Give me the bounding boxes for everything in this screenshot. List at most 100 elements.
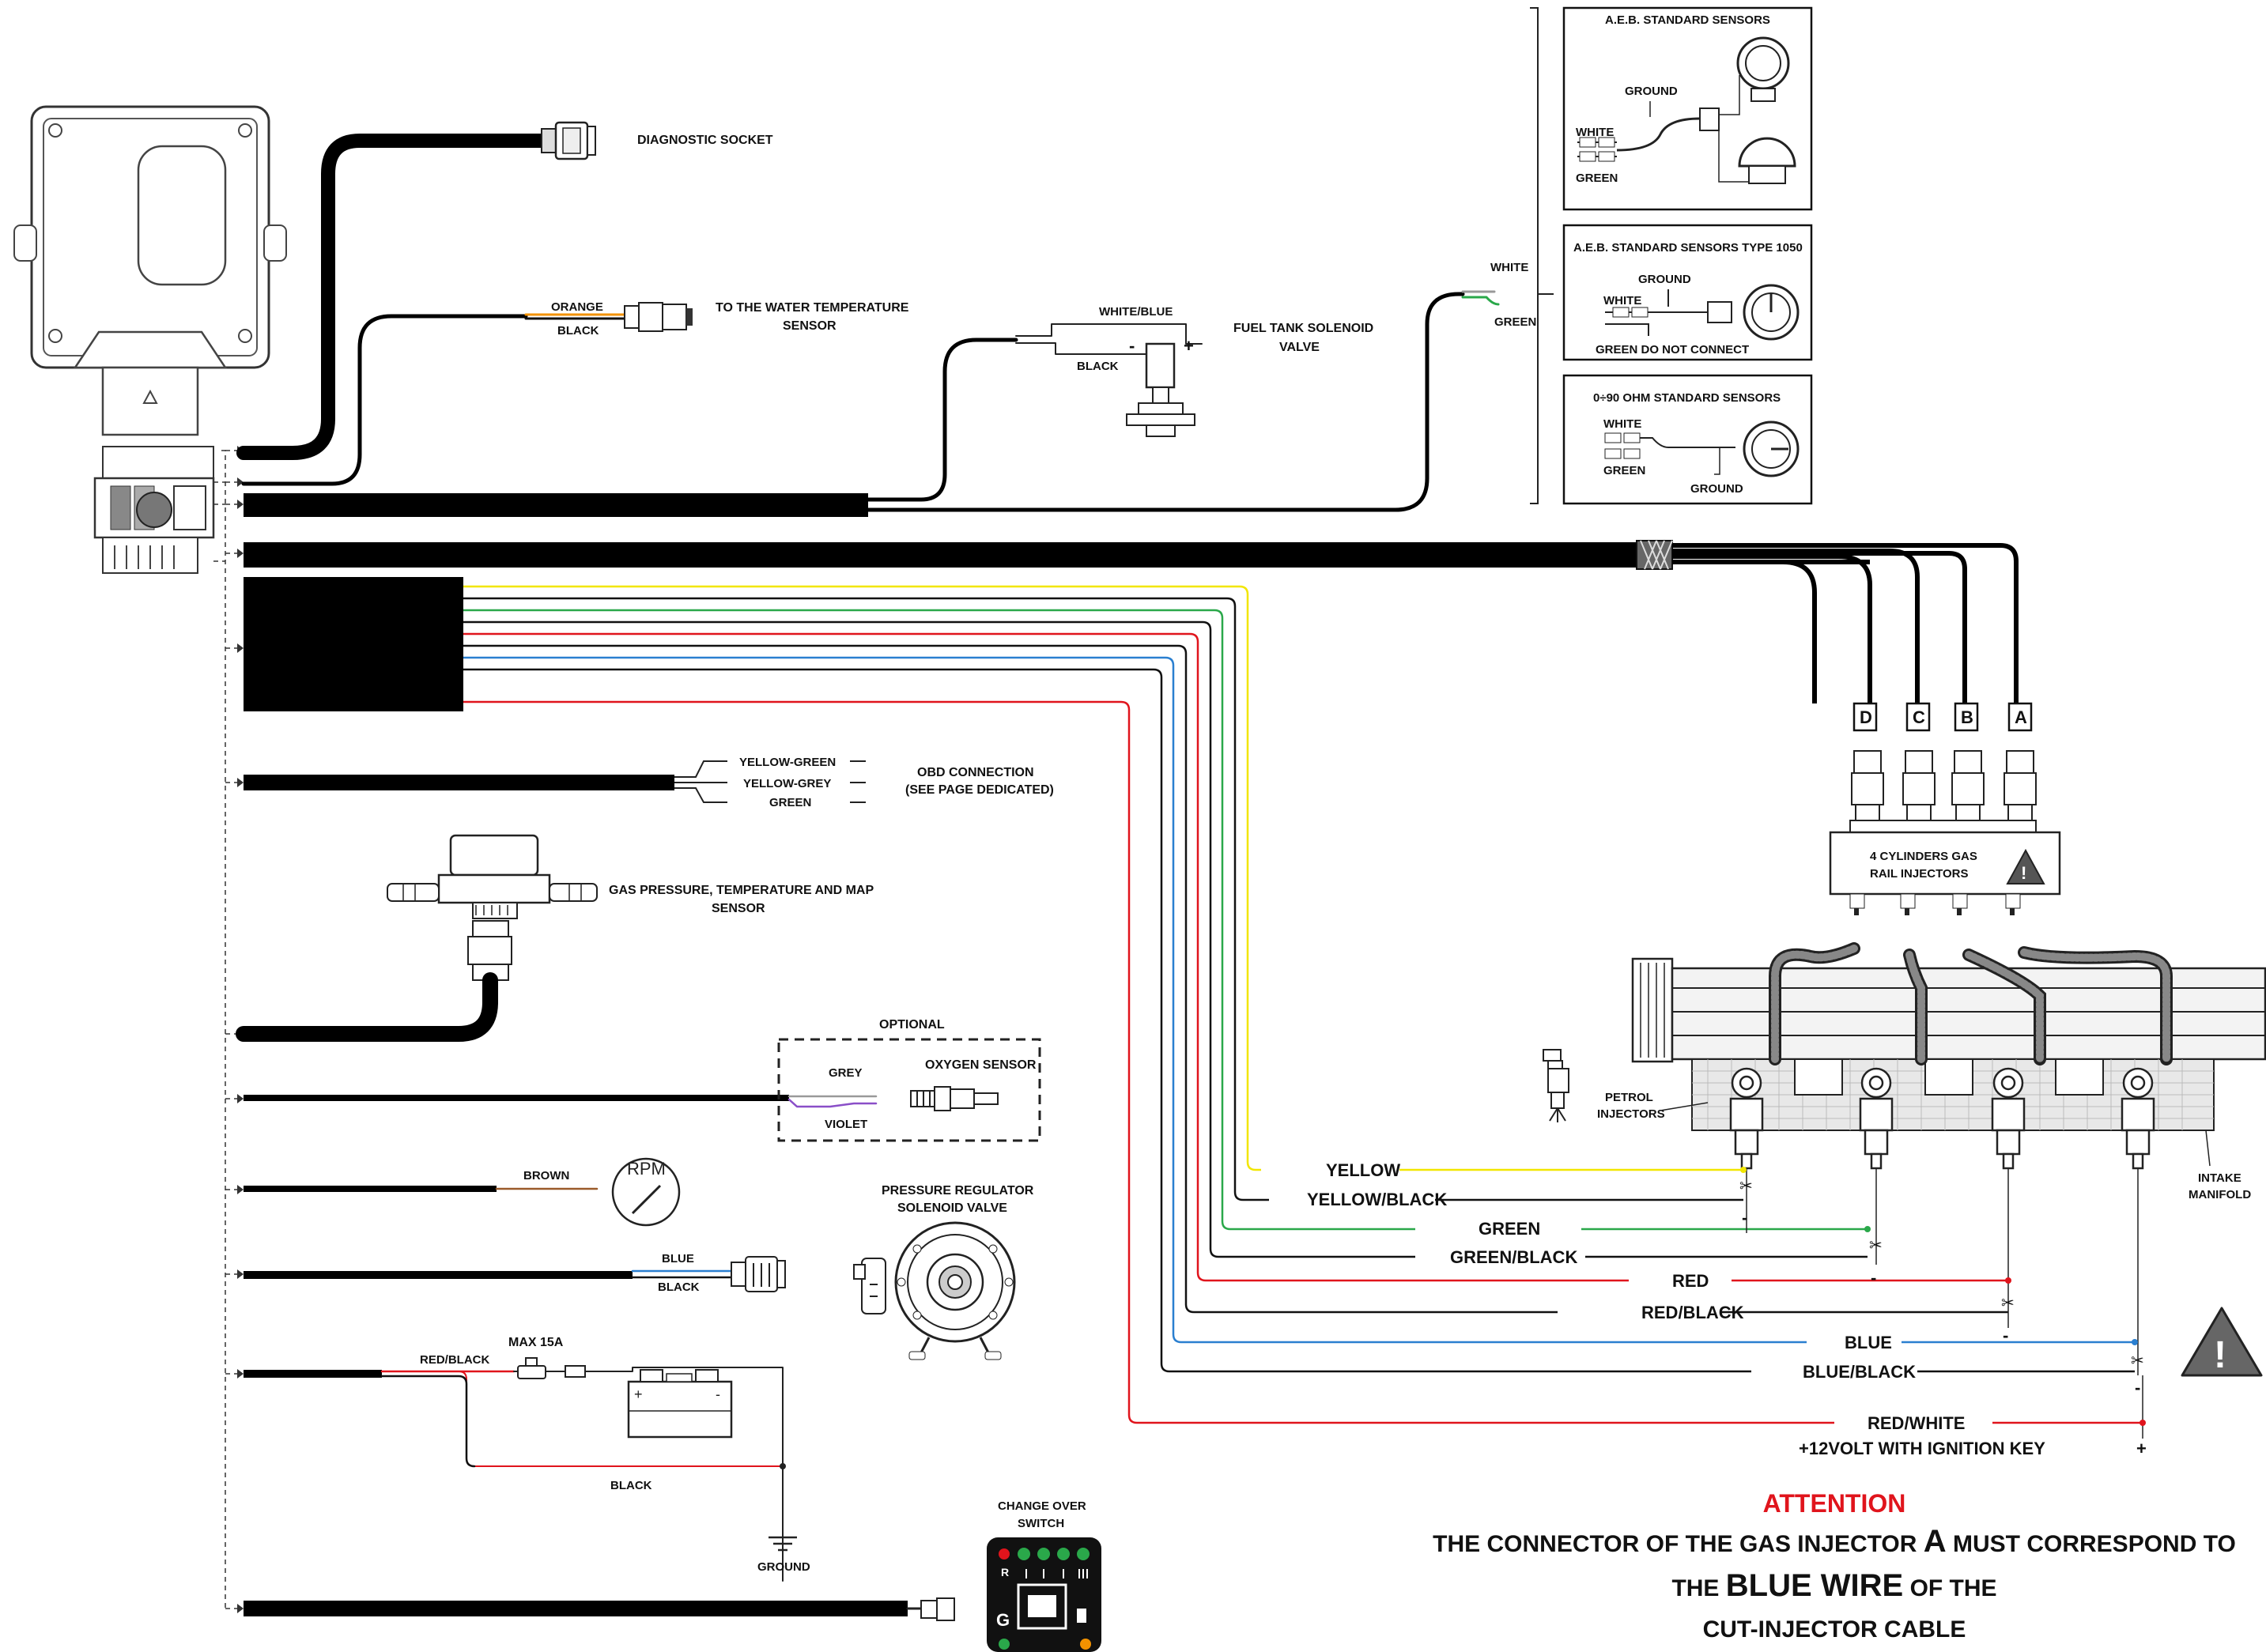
svg-text:✂: ✂ <box>2001 1293 2015 1312</box>
violet-wire <box>787 1098 878 1108</box>
wire-label-red-white: RED/WHITE <box>1868 1413 1965 1433</box>
cut-injector-wires <box>463 585 2143 1424</box>
box2-white-label: WHITE <box>1603 294 1641 307</box>
scissors-icons: ✂✂✂✂ <box>1739 1176 2144 1370</box>
attention-line-1: THE CONNECTOR OF THE GAS INJECTOR A MUST… <box>1433 1524 2236 1559</box>
rpm-cable <box>244 1186 497 1192</box>
pressure-reg-label-2: SOLENOID VALVE <box>897 1201 1007 1215</box>
diagnostic-cable <box>236 134 549 460</box>
battery-icon: + - <box>627 1369 733 1439</box>
attention-title: ATTENTION <box>1762 1489 1906 1518</box>
svg-text:+: + <box>634 1386 643 1402</box>
orange-led-icon <box>1080 1639 1091 1650</box>
switch-connector <box>920 1597 955 1621</box>
optional-dashed-box <box>777 1038 1041 1142</box>
solenoid-plus: + <box>1184 336 1194 356</box>
intake-label-2: MANIFOLD <box>2189 1188 2251 1201</box>
wire-label-backgrounds <box>1261 1160 1992 1432</box>
svg-text:✂: ✂ <box>1739 1176 1753 1195</box>
attention-line-2: THE BLUE WIRE OF THE <box>1671 1568 1997 1603</box>
grey-wire-label: GREY <box>829 1066 863 1080</box>
regulator-black-label: BLACK <box>658 1280 700 1294</box>
fuel-pump-icon <box>1077 1609 1086 1623</box>
change-over-label-1: CHANGE OVER <box>998 1499 1086 1513</box>
green-led-icon <box>1018 1548 1030 1560</box>
rail-label-2: RAIL INJECTORS <box>1870 867 1968 881</box>
brown-wire-label: BROWN <box>523 1169 569 1182</box>
switch-cable <box>244 1601 908 1616</box>
pressure-regulator <box>853 1221 1016 1360</box>
orange-wire-label: ORANGE <box>551 300 603 314</box>
obd-yellow-grey-label: YELLOW-GREY <box>743 777 831 790</box>
switch-button[interactable] <box>1017 1583 1067 1630</box>
fuel-tank-label-1: FUEL TANK SOLENOID <box>1233 322 1373 335</box>
change-over-switch[interactable]: R G <box>987 1537 1101 1652</box>
wire-label-yellow-black: YELLOW/BLACK <box>1307 1190 1447 1209</box>
injector-tap-lines <box>1746 1168 2143 1439</box>
water-temp-cable <box>241 314 528 486</box>
svg-text:✂: ✂ <box>1869 1235 1883 1254</box>
aeb-standard-title: A.E.B. STANDARD SENSORS <box>1605 13 1770 27</box>
ohm-sensors-title: 0÷90 OHM STANDARD SENSORS <box>1593 391 1781 405</box>
level-sensor-cable <box>866 292 1465 512</box>
box1-green-label: GREEN <box>1576 172 1618 185</box>
green-dnc-label: GREEN DO NOT CONNECT <box>1596 343 1749 356</box>
regulator-connector <box>731 1256 786 1292</box>
power-cable <box>244 1370 382 1378</box>
rpm-gauge-icon: RPM <box>611 1157 681 1227</box>
wire-label-blue-black: BLUE/BLACK <box>1803 1362 1916 1382</box>
injector-connectors <box>1851 750 2037 821</box>
svg-text:-: - <box>1871 1268 1876 1288</box>
obd-green-label: GREEN <box>769 796 811 809</box>
pressure-reg-label-1: PRESSURE REGULATOR <box>882 1184 1034 1198</box>
petrol-pointer <box>1660 1102 1709 1111</box>
injector-badge-b: B <box>1954 702 1979 732</box>
fuse-icon <box>517 1357 586 1379</box>
map-sensor-label-1: GAS PRESSURE, TEMPERATURE AND MAP <box>609 884 874 897</box>
box3-white-label: WHITE <box>1603 417 1641 431</box>
oxygen-sensor <box>910 1086 999 1111</box>
svg-text:D: D <box>1860 707 1872 727</box>
box1-white-label: WHITE <box>1576 126 1614 139</box>
svg-text:B: B <box>1961 707 1973 727</box>
svg-text:-: - <box>1742 1208 1747 1228</box>
petrol-label-2: INJECTORS <box>1597 1107 1665 1121</box>
water-temp-connector <box>624 302 693 332</box>
obd-yellow-green-label: YELLOW-GREEN <box>739 756 836 769</box>
fuel-tank-cable <box>866 338 1018 502</box>
attention-note: ATTENTION THE CONNECTOR OF THE GAS INJEC… <box>1360 1486 2266 1650</box>
power-black-label: BLACK <box>610 1479 652 1492</box>
svg-text:+: + <box>2136 1439 2147 1458</box>
injector-leads <box>1672 543 2019 703</box>
warning-triangle-icon: ! <box>2181 1307 2263 1377</box>
polarity-signs: -- -- + <box>1742 1208 2147 1458</box>
wire-label-yellow: YELLOW <box>1326 1160 1400 1180</box>
fuel-tank-solenoid-valve <box>1126 342 1195 437</box>
ohm-sensors-box: 0÷90 OHM STANDARD SENSORS WHITE GREEN GR… <box>1562 374 1813 505</box>
obd-label-1: OBD CONNECTION <box>917 766 1034 779</box>
power-black-wire <box>380 1375 476 1468</box>
box3-ground-label: GROUND <box>1690 482 1743 496</box>
petrol-injectors-on-manifold <box>1729 1067 2155 1170</box>
rail-label-1: 4 CYLINDERS GAS <box>1870 850 1977 863</box>
map-sensor-label-2: SENSOR <box>712 902 765 915</box>
svg-text:-: - <box>2135 1378 2140 1397</box>
petrol-label-1: PETROL <box>1605 1091 1653 1104</box>
aeb-1050-sensors-box: A.E.B. STANDARD SENSORS TYPE 1050 GROUND… <box>1562 224 1813 361</box>
rpm-text: RPM <box>627 1159 666 1179</box>
regulator-blue-label: BLUE <box>662 1252 694 1265</box>
injector-badge-c: C <box>1905 702 1931 732</box>
oxygen-cable <box>244 1095 789 1101</box>
petrol-injector-icon <box>1543 1049 1569 1122</box>
level-green-wire <box>1461 296 1500 306</box>
solenoid-black-label: BLACK <box>1077 360 1119 373</box>
svg-text:!: ! <box>2021 863 2026 883</box>
gas-hoses-pattern <box>1771 945 2170 1063</box>
cut-injector-cable <box>244 577 463 711</box>
svg-text:C: C <box>1913 707 1925 727</box>
wire-label-green: GREEN <box>1479 1219 1540 1239</box>
water-temp-label-1: TO THE WATER TEMPERATURE <box>716 301 909 315</box>
diagnostic-socket-label: DIAGNOSTIC SOCKET <box>637 134 773 147</box>
water-temp-label-2: SENSOR <box>783 319 837 333</box>
